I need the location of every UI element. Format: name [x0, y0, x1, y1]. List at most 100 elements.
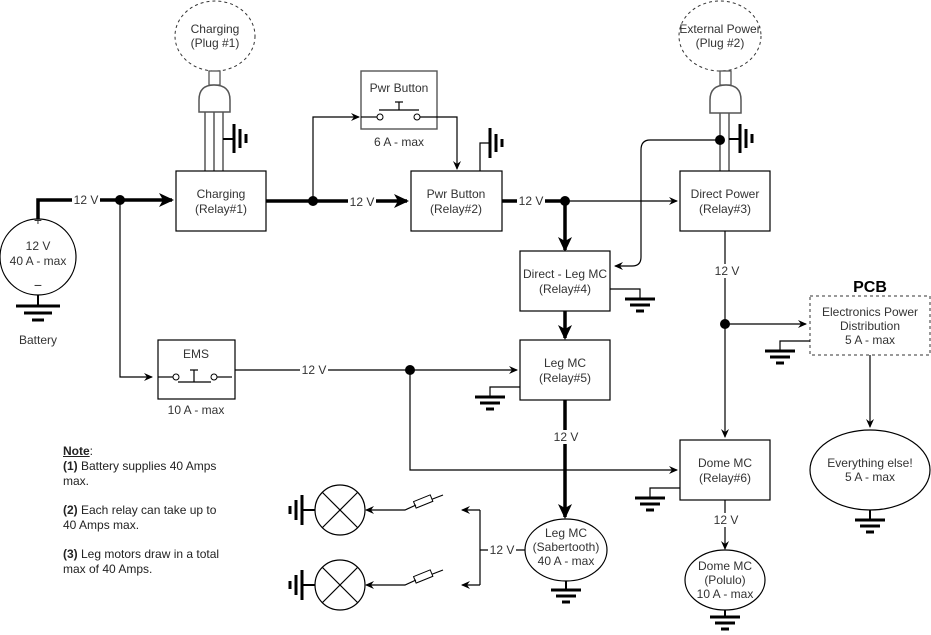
- relay2-id: (Relay#2): [430, 202, 482, 216]
- ground-icon: [610, 288, 655, 313]
- relay6-title: Dome MC: [698, 456, 752, 470]
- relay3-title: Direct Power: [691, 187, 760, 201]
- motor-lamp-icon: [314, 559, 366, 611]
- junction-dot: [720, 319, 730, 329]
- notes-heading: Note: [63, 444, 90, 458]
- plug1-label: Charging: [191, 22, 240, 36]
- relay6-id: (Relay#6): [699, 471, 751, 485]
- battery-minus: −: [34, 277, 42, 293]
- voltage-label: 12 V: [350, 195, 375, 209]
- voltage-label: 12 V: [714, 513, 739, 527]
- relay-dome-mc[interactable]: Dome MC (Relay#6): [679, 439, 771, 501]
- pwr-button-title: Pwr Button: [370, 81, 429, 95]
- ground-icon: [710, 610, 740, 631]
- battery-current: 40 A - max: [10, 254, 67, 268]
- plug1-sub: (Plug #1): [191, 36, 240, 50]
- junction-dot: [405, 365, 415, 375]
- pcb-electronics-power-distribution[interactable]: Electronics Power Distribution 5 A - max: [809, 295, 931, 356]
- wire-to-pwr-button: [312, 113, 360, 201]
- ground-icon: [635, 487, 680, 512]
- relay1-id: (Relay#1): [195, 202, 247, 216]
- relay-charging[interactable]: Charging (Relay#1): [175, 170, 267, 232]
- pcb-line2: Distribution: [840, 319, 900, 333]
- voltage-label: 12 V: [519, 194, 544, 208]
- pcb-line1: Electronics Power: [822, 305, 918, 319]
- charging-plug: Charging (Plug #1): [174, 0, 256, 171]
- pcb-title: PCB: [853, 279, 887, 296]
- voltage-label: 12 V: [74, 193, 99, 207]
- notes-panel: Note: (1) Battery supplies 40 Amps max. …: [63, 444, 233, 591]
- ground-icon: [479, 128, 504, 171]
- leg-mc-title: Leg MC: [545, 526, 587, 540]
- wire-to-ems: [119, 200, 153, 381]
- note-text: Leg motors draw in a total max of 40 Amp…: [63, 547, 220, 576]
- ground-icon: [223, 124, 248, 153]
- note-item: (2) Each relay can take up to 40 Amps ma…: [63, 503, 233, 533]
- relay3-id: (Relay#3): [699, 202, 751, 216]
- relay-leg-mc[interactable]: Leg MC (Relay#5): [519, 339, 611, 401]
- leg-mc-rating: 40 A - max: [538, 554, 595, 568]
- notes-colon: :: [89, 444, 94, 458]
- plug2-label: External Power: [679, 22, 760, 36]
- fuse-icon: [365, 569, 444, 589]
- battery: + 12 V 40 A - max − Battery: [0, 212, 77, 347]
- battery-plus: +: [34, 212, 42, 228]
- voltage-label: 12 V: [715, 264, 740, 278]
- ground-icon: [855, 510, 885, 534]
- load-everything-else[interactable]: Everything else! 5 A - max: [809, 429, 931, 511]
- relay1-title: Charging: [197, 187, 246, 201]
- note-text: Battery supplies 40 Amps max.: [63, 459, 217, 488]
- voltage-label: 12 V: [302, 363, 327, 377]
- ground-icon: [729, 124, 754, 153]
- relay5-id: (Relay#5): [539, 371, 591, 385]
- ground-icon: [765, 340, 810, 365]
- pwr-button-rating: 6 A - max: [374, 135, 424, 149]
- fuse-icon: [365, 494, 444, 514]
- load-dome-mc[interactable]: Dome MC (Polulo) 10 A - max: [684, 549, 766, 611]
- battery-ground-icon: [16, 295, 60, 322]
- note-text: Each relay can take up to 40 Amps max.: [63, 503, 217, 532]
- note-item: (1) Battery supplies 40 Amps max.: [63, 459, 233, 489]
- everything-else-rating: 5 A - max: [845, 470, 895, 484]
- note-number: (2): [63, 503, 78, 517]
- ems-rating: 10 A - max: [168, 403, 225, 417]
- junction-dot: [560, 196, 570, 206]
- plug-connector-icon: [198, 84, 231, 113]
- load-leg-mc[interactable]: Leg MC (Sabertooth) 40 A - max: [524, 518, 608, 582]
- external-power-plug: External Power (Plug #2): [678, 0, 762, 171]
- pcb-line3: 5 A - max: [845, 333, 895, 347]
- leg-mc-sub: (Sabertooth): [533, 540, 600, 554]
- voltage-label: 12 V: [554, 430, 579, 444]
- ground-icon: [288, 570, 315, 600]
- ground-icon: [551, 581, 581, 604]
- wire-pwr-button-to-relay2: [420, 116, 461, 170]
- relay2-title: Pwr Button: [427, 187, 486, 201]
- relay4-id: (Relay#4): [539, 282, 591, 296]
- motor-lamp-icon: [314, 484, 366, 536]
- relay-direct-leg-mc[interactable]: Direct - Leg MC (Relay#4): [519, 250, 611, 312]
- plug-connector-icon: [709, 84, 742, 114]
- relay-pwr-button[interactable]: Pwr Button (Relay#2): [410, 170, 503, 232]
- relay-direct-power[interactable]: Direct Power (Relay#3): [679, 170, 771, 232]
- wire-external-to-relay4: [614, 139, 720, 270]
- note-number: (1): [63, 459, 78, 473]
- note-item: (3) Leg motors draw in a total max of 40…: [63, 547, 233, 577]
- ground-icon: [475, 386, 520, 411]
- junction-dot: [715, 135, 725, 145]
- battery-label: Battery: [19, 333, 57, 347]
- note-number: (3): [63, 547, 78, 561]
- ems-switch[interactable]: EMS 10 A - max: [157, 339, 236, 417]
- ems-title: EMS: [183, 347, 209, 361]
- everything-else-title: Everything else!: [827, 456, 912, 470]
- dome-mc-rating: 10 A - max: [697, 587, 754, 601]
- voltage-label: 12 V: [490, 543, 515, 557]
- relay5-title: Leg MC: [544, 356, 586, 370]
- relay4-title: Direct - Leg MC: [523, 267, 607, 281]
- dome-mc-title: Dome MC: [698, 559, 752, 573]
- battery-voltage: 12 V: [26, 239, 51, 253]
- wire-to-relay6-ems: [409, 370, 678, 474]
- pwr-button-switch[interactable]: Pwr Button 6 A - max: [360, 70, 438, 149]
- ground-icon: [288, 495, 315, 525]
- plug2-sub: (Plug #2): [696, 36, 745, 50]
